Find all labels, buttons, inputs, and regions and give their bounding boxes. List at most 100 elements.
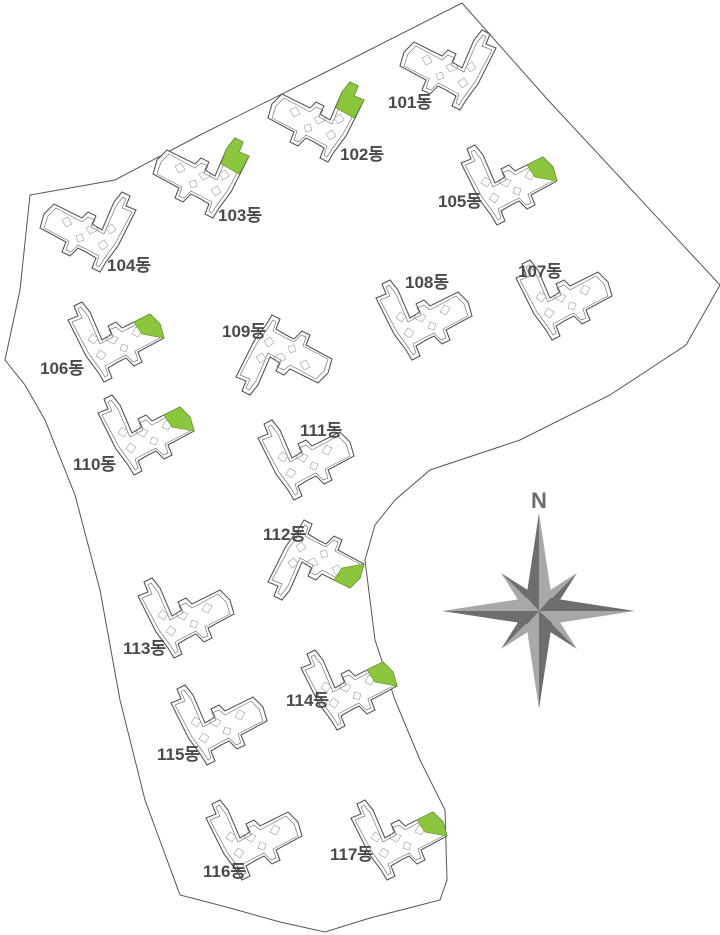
building-unit-detail — [338, 681, 352, 693]
building-unit-detail — [439, 304, 451, 316]
building-107[interactable] — [515, 259, 613, 341]
building-label-107: 107동 — [518, 262, 562, 281]
building-unit-detail — [319, 549, 329, 559]
building-115[interactable] — [170, 684, 268, 766]
building-inner-outline — [354, 804, 444, 876]
building-highlight — [220, 137, 250, 175]
building-unit-detail — [210, 185, 222, 197]
building-label-116: 116동 — [203, 862, 246, 881]
building-unit-detail — [305, 557, 319, 569]
building-unit-detail — [457, 77, 469, 89]
building-label-108: 108동 — [405, 273, 449, 292]
building-unit-detail — [208, 716, 222, 728]
building-inner-outline — [271, 524, 361, 596]
building-unit-detail — [321, 444, 333, 456]
compass-main-point — [526, 513, 539, 611]
building-102[interactable] — [267, 81, 365, 163]
building-unit-detail — [198, 169, 212, 181]
building-101[interactable] — [399, 29, 497, 111]
building-inner-outline — [379, 284, 469, 356]
building-unit-detail — [465, 61, 477, 73]
building-unit-detail — [328, 697, 340, 709]
building-unit-detail — [388, 831, 402, 843]
building-unit-detail — [269, 824, 281, 836]
building-103[interactable] — [152, 137, 250, 219]
building-unit-detail — [309, 461, 319, 471]
building-unit-detail — [157, 609, 169, 621]
building-105[interactable] — [460, 144, 558, 226]
building-label-106: 106동 — [40, 359, 84, 378]
compass-main-point — [442, 598, 539, 611]
building-unit-detail — [87, 333, 99, 345]
building-label-115: 115동 — [157, 745, 200, 764]
building-106[interactable] — [67, 301, 165, 383]
building-label-112: 112동 — [263, 525, 306, 544]
building-unit-detail — [553, 291, 567, 303]
building-104[interactable] — [39, 191, 137, 273]
building-unit-detail — [233, 847, 245, 859]
building-unit-detail — [198, 732, 210, 744]
building-unit-detail — [255, 352, 267, 364]
building-unit-detail — [85, 223, 99, 235]
building-label-117: 117동 — [330, 845, 373, 864]
building-unit-detail — [125, 442, 137, 454]
building-unit-detail — [277, 451, 289, 463]
building-inner-outline — [403, 34, 493, 106]
building-unit-detail — [320, 681, 332, 693]
compass-star-icon — [442, 513, 635, 709]
building-inner-outline — [156, 142, 246, 214]
building-unit-detail — [285, 467, 297, 479]
building-unit-detail — [117, 426, 129, 438]
compass-main-point — [539, 513, 552, 611]
building-inner-outline — [101, 399, 191, 471]
building-unit-detail — [273, 352, 287, 364]
building-unit-detail — [299, 359, 311, 371]
building-unit-detail — [535, 291, 547, 303]
compass-main-point — [539, 598, 635, 611]
building-highlight — [333, 563, 365, 589]
building-inner-outline — [519, 264, 609, 336]
building-unit-detail — [313, 113, 327, 125]
building-unit-detail — [445, 61, 459, 73]
building-label-104: 104동 — [107, 256, 151, 275]
building-label-114: 114동 — [286, 691, 329, 710]
building-unit-detail — [427, 321, 437, 331]
building-inner-outline — [304, 654, 394, 726]
building-unit-detail — [189, 619, 199, 629]
building-unit-detail — [378, 847, 390, 859]
building-113[interactable] — [137, 577, 235, 659]
building-unit-detail — [218, 169, 230, 181]
building-unit-detail — [579, 284, 591, 296]
building-112[interactable] — [267, 519, 365, 601]
building-unit-detail — [287, 344, 297, 354]
building-109[interactable] — [235, 314, 333, 396]
building-114[interactable] — [300, 649, 398, 731]
building-unit-detail — [488, 192, 500, 204]
building-unit-detail — [421, 54, 433, 66]
building-unit-detail — [413, 311, 427, 323]
building-unit-detail — [263, 336, 275, 348]
building-unit-detail — [287, 557, 299, 569]
building-108[interactable] — [375, 279, 473, 361]
building-highlight — [133, 313, 165, 339]
building-116[interactable] — [205, 799, 303, 881]
building-unit-detail — [543, 307, 555, 319]
building-label-101: 101동 — [388, 93, 432, 112]
building-unit-detail — [403, 327, 415, 339]
building-label-111: 111동 — [300, 421, 342, 440]
building-label-109: 109동 — [222, 322, 266, 341]
building-highlight — [366, 661, 398, 687]
building-111[interactable] — [257, 419, 355, 501]
building-inner-outline — [464, 149, 554, 221]
building-unit-detail — [119, 343, 129, 353]
building-unit-detail — [135, 426, 149, 438]
building-117[interactable] — [350, 799, 448, 881]
building-unit-detail — [289, 106, 301, 118]
building-inner-outline — [271, 86, 361, 158]
building-inner-outline — [209, 804, 299, 876]
building-unit-detail — [498, 176, 512, 188]
building-110[interactable] — [97, 394, 195, 476]
building-unit-detail — [243, 831, 257, 843]
compass-rose: N — [442, 488, 635, 709]
